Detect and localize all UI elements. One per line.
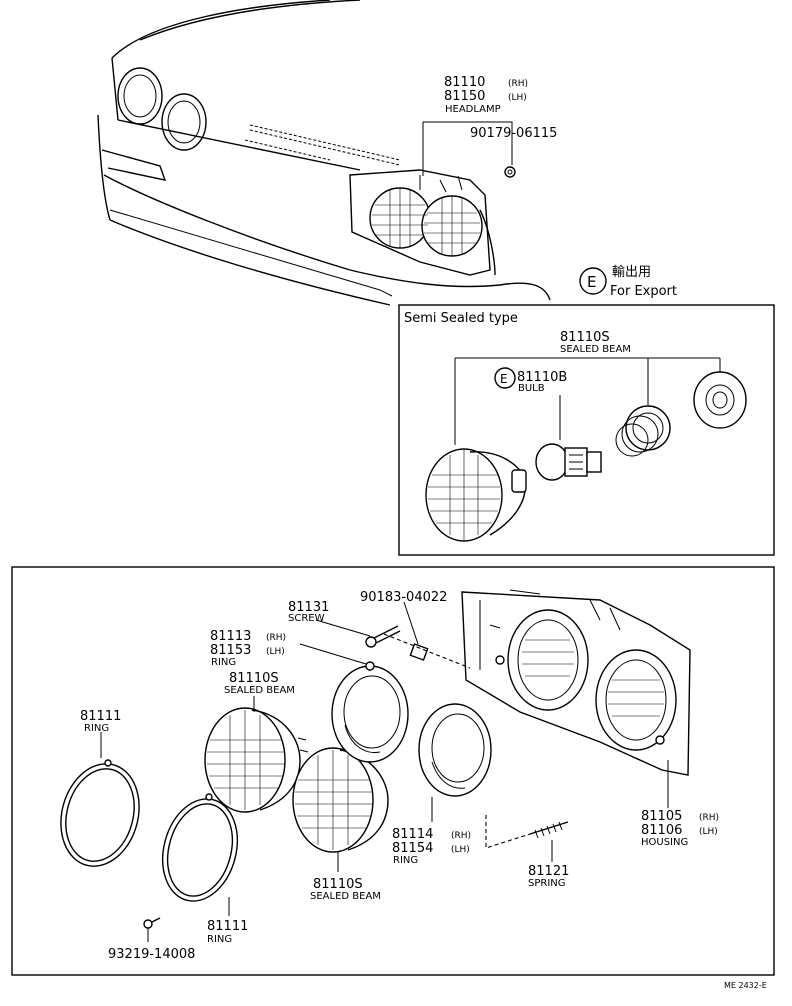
ring-a-leader bbox=[299, 643, 367, 665]
spring-dash bbox=[485, 815, 531, 849]
bulb-mark: E bbox=[500, 372, 508, 386]
semi-sealed-spring bbox=[615, 405, 671, 457]
semi-sealed-socket bbox=[693, 371, 747, 429]
ring-a bbox=[331, 661, 409, 763]
headlamp-name: HEADLAMP bbox=[445, 104, 501, 115]
ring-a-suffix-rh: (RH) bbox=[266, 633, 286, 643]
housing-pn-rh: 81105 bbox=[641, 809, 682, 824]
sealed-beam-lower-name: SEALED BEAM bbox=[310, 891, 381, 902]
sealed-beam-upper bbox=[204, 707, 309, 813]
screw-name: SCREW bbox=[288, 613, 325, 624]
headlamp-suffix-lh: (LH) bbox=[508, 93, 527, 103]
bulb-mark-circle bbox=[494, 367, 516, 389]
screw-dash bbox=[383, 633, 471, 669]
sealed-beam-lower bbox=[292, 747, 389, 853]
ring-a-name: RING bbox=[211, 657, 236, 668]
headlamp-suffix-rh: (RH) bbox=[508, 79, 528, 89]
spring-pn: 81121 bbox=[528, 864, 569, 879]
sealed-beam-upper-name: SEALED BEAM bbox=[224, 685, 295, 696]
figure-code: ME 2432-E bbox=[724, 981, 767, 990]
export-japanese: 輸出用 bbox=[612, 265, 651, 280]
ring-b-suffix-lh: (LH) bbox=[451, 845, 470, 855]
semi-sealed-bulb bbox=[535, 443, 602, 481]
ring-a-suffix-lh: (LH) bbox=[266, 647, 285, 657]
screw-pn: 81131 bbox=[288, 600, 329, 615]
leader-nut bbox=[423, 121, 513, 165]
bulb-pn: 81110B bbox=[517, 370, 567, 385]
bottom-screw bbox=[143, 917, 161, 929]
export-english: For Export bbox=[610, 284, 677, 299]
ring-bottom bbox=[162, 793, 238, 902]
export-mark-circle bbox=[579, 267, 607, 295]
main-parts-box bbox=[11, 566, 775, 976]
bottom-screw-pn: 93219-14008 bbox=[108, 947, 195, 962]
screw bbox=[365, 625, 401, 648]
export-mark: E bbox=[587, 273, 596, 291]
ring-bottom-name: RING bbox=[207, 934, 232, 945]
headlamp-nut-pn: 90179-06115 bbox=[470, 126, 557, 141]
ring-bottom-pn: 81111 bbox=[207, 919, 248, 934]
ring-b-suffix-rh: (RH) bbox=[451, 831, 471, 841]
ring-b bbox=[418, 703, 492, 797]
semi-sealed-title: Semi Sealed type bbox=[404, 311, 518, 326]
ring-a-pn-rh: 81113 bbox=[210, 629, 251, 644]
housing-suffix-rh: (RH) bbox=[699, 813, 719, 823]
bulb-name: BULB bbox=[518, 383, 545, 394]
housing-pn-lh: 81106 bbox=[641, 823, 682, 838]
ring-left-name: RING bbox=[84, 723, 109, 734]
ring-b-pn-rh: 81114 bbox=[392, 827, 433, 842]
spring bbox=[529, 821, 569, 839]
sealed-beam-lower-pn: 81110S bbox=[313, 877, 363, 892]
semi-sealed-box bbox=[398, 304, 775, 556]
housing bbox=[461, 589, 691, 776]
ring-left-pn: 81111 bbox=[80, 709, 121, 724]
headlamp-assembly-illustration bbox=[349, 166, 516, 276]
semi-sealed-beam-name: SEALED BEAM bbox=[560, 344, 631, 355]
headlamp-pn-lh: 81150 bbox=[444, 89, 485, 104]
housing-suffix-lh: (LH) bbox=[699, 827, 718, 837]
sealed-beam-upper-pn: 81110S bbox=[229, 671, 279, 686]
nut bbox=[409, 643, 429, 661]
spring-name: SPRING bbox=[528, 878, 566, 889]
semi-sealed-beam-pn: 81110S bbox=[560, 330, 610, 345]
ring-a-pn-lh: 81153 bbox=[210, 643, 251, 658]
car-front-illustration bbox=[97, 0, 551, 306]
ring-b-pn-lh: 81154 bbox=[392, 841, 433, 856]
headlamp-pn-rh: 81110 bbox=[444, 75, 485, 90]
nut-pn: 90183-04022 bbox=[360, 590, 447, 605]
semi-sealed-lens bbox=[425, 448, 527, 542]
housing-name: HOUSING bbox=[641, 837, 688, 848]
nut-leader bbox=[403, 601, 419, 645]
ring-left bbox=[60, 759, 140, 867]
semi-sealed-leaders bbox=[454, 357, 721, 445]
ring-b-name: RING bbox=[393, 855, 418, 866]
screw-leader bbox=[315, 619, 371, 637]
